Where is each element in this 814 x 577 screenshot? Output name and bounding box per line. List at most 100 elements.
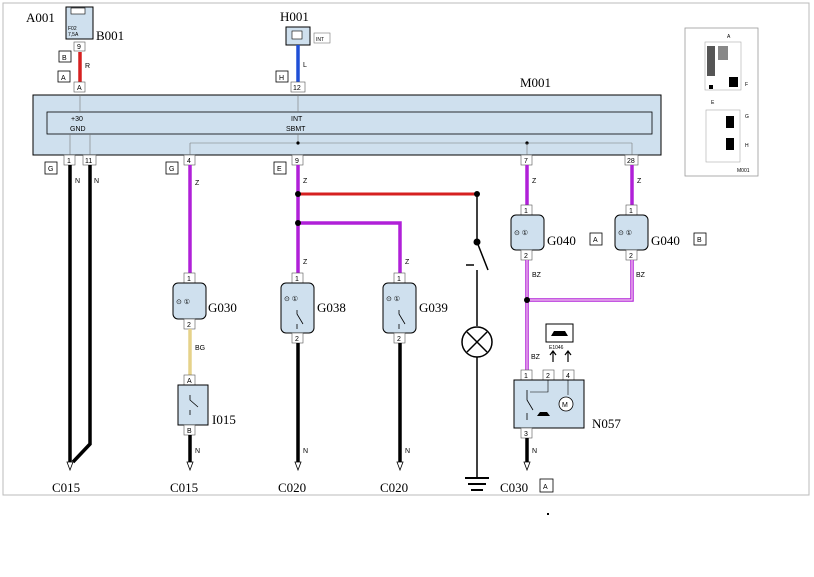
svg-text:SBMT: SBMT <box>286 126 306 133</box>
module-m001-inner <box>46 111 653 135</box>
svg-text:A: A <box>543 484 548 491</box>
svg-text:2: 2 <box>187 322 191 329</box>
wire-bz <box>525 260 634 370</box>
svg-text:N: N <box>532 448 537 455</box>
g038-label: G038 <box>317 300 346 315</box>
svg-text:4: 4 <box>566 373 570 380</box>
svg-text:Z: Z <box>405 259 410 266</box>
ground-c015a: C015 <box>52 480 80 495</box>
c030-tag <box>539 478 554 493</box>
pin-12-m001 <box>290 81 306 93</box>
svg-text:R: R <box>85 63 90 70</box>
svg-text:B: B <box>62 55 67 62</box>
svg-text:BG: BG <box>195 345 205 352</box>
svg-text:4: 4 <box>187 158 191 165</box>
sensor-g030-icon: ⊙ ① <box>176 298 190 306</box>
svg-text:B: B <box>187 428 192 435</box>
svg-text:A: A <box>727 34 731 40</box>
car-icon <box>537 412 550 416</box>
svg-text:E: E <box>711 100 715 106</box>
h001-label: H001 <box>280 9 309 24</box>
pin-9-b001 <box>73 41 86 52</box>
i015-label: I015 <box>212 412 236 427</box>
svg-text:N: N <box>94 178 99 185</box>
svg-text:2: 2 <box>295 336 299 343</box>
module-n057 <box>513 379 585 429</box>
switch-i015 <box>177 384 209 426</box>
svg-text:2: 2 <box>629 253 633 260</box>
h001-int-tag <box>313 32 331 44</box>
wire-black-gnd-2 <box>71 165 92 464</box>
svg-text:H: H <box>745 143 749 149</box>
svg-text:G: G <box>169 166 174 173</box>
svg-text:B: B <box>697 237 702 244</box>
svg-text:1: 1 <box>397 276 401 283</box>
n057-label: N057 <box>592 416 621 431</box>
svg-text:2: 2 <box>397 336 401 343</box>
svg-text:9: 9 <box>295 158 299 165</box>
svg-text:F: F <box>745 82 748 88</box>
g030-label: G030 <box>208 300 237 315</box>
fuse-b001: F02 7,5A <box>65 6 94 40</box>
switch-g038-icon: ⊙ ① <box>284 295 298 303</box>
ground-c020a: C020 <box>278 480 306 495</box>
svg-text:11: 11 <box>85 158 92 165</box>
svg-text:12: 12 <box>293 85 301 92</box>
svg-text:M001: M001 <box>737 168 750 174</box>
svg-text:A: A <box>593 237 598 244</box>
arrow-up-icon <box>564 350 572 362</box>
lamp-switch <box>466 194 489 326</box>
svg-text:1: 1 <box>187 276 191 283</box>
svg-text:L: L <box>303 62 307 69</box>
svg-text:Z: Z <box>303 178 308 185</box>
wire-purple-g039 <box>298 221 402 273</box>
arrow-up-icon <box>549 350 557 362</box>
connector-g-tag-2 <box>165 161 179 175</box>
ground-c030: C030 <box>500 480 528 495</box>
switch-g039-icon: ⊙ ① <box>386 295 400 303</box>
svg-text:A: A <box>61 75 66 82</box>
svg-text:A: A <box>187 378 192 385</box>
svg-text:M: M <box>562 402 568 409</box>
switch-g039 <box>382 282 417 334</box>
pin-a-m001 <box>73 81 86 93</box>
ground-marker-c015a <box>66 461 74 472</box>
sensor-g040a-icon: ⊙ ① <box>514 229 528 237</box>
svg-text:N: N <box>195 448 200 455</box>
svg-text:1: 1 <box>295 276 299 283</box>
connector-e-tag <box>273 161 287 175</box>
svg-text:G: G <box>745 114 749 120</box>
g040a-label: G040 <box>547 233 576 248</box>
g040b-tag <box>693 232 707 246</box>
svg-text:Z: Z <box>532 178 537 185</box>
svg-text:BZ: BZ <box>636 272 646 279</box>
svg-text:2: 2 <box>546 373 550 380</box>
svg-text:N: N <box>303 448 308 455</box>
svg-text:G: G <box>48 166 53 173</box>
svg-text:N: N <box>405 448 410 455</box>
svg-text:Z: Z <box>195 180 200 187</box>
m001-label: M001 <box>520 75 551 90</box>
locator-thumbnail: A F E G H M001 <box>684 27 759 177</box>
svg-text:Z: Z <box>303 259 308 266</box>
svg-text:1: 1 <box>524 373 528 380</box>
svg-text:7,5A: 7,5A <box>68 32 79 38</box>
svg-text:GND: GND <box>70 126 86 133</box>
b001-label: B001 <box>96 28 124 43</box>
svg-text:9: 9 <box>77 44 81 51</box>
connector-b-tag <box>58 50 72 63</box>
svg-text:1: 1 <box>629 208 633 215</box>
connector-h-tag <box>275 70 289 83</box>
ground-c015b: C015 <box>170 480 198 495</box>
svg-text:+30: +30 <box>71 116 83 123</box>
svg-text:INT: INT <box>291 116 303 123</box>
svg-text:N: N <box>75 178 80 185</box>
svg-text:F02: F02 <box>68 26 77 32</box>
svg-text:A: A <box>77 85 82 92</box>
switch-h001 <box>285 26 311 46</box>
motor-icon <box>558 396 574 412</box>
svg-text:3: 3 <box>524 431 528 438</box>
svg-text:H: H <box>279 75 284 82</box>
ground-c020b: C020 <box>380 480 408 495</box>
